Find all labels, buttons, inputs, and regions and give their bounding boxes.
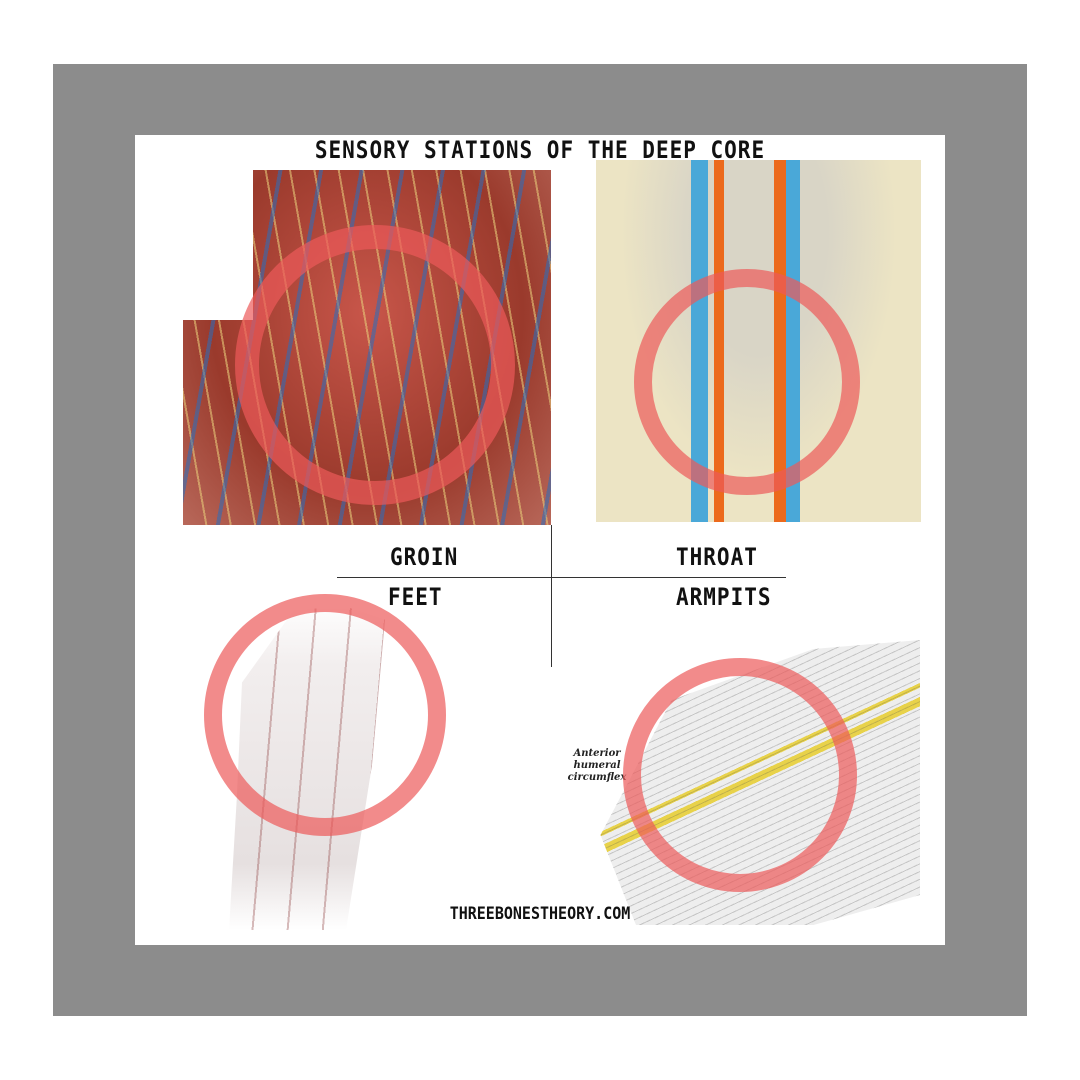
label-groin: GROIN <box>390 543 459 571</box>
website-footer: THREEBONESTHEORY.COM <box>449 902 631 924</box>
vertical-divider <box>551 525 552 667</box>
armpit-annotation: Anterior humeral circumflex <box>567 748 627 783</box>
page-title: SENSORY STATIONS OF THE DEEP CORE <box>314 136 766 164</box>
label-feet: FEET <box>388 583 443 611</box>
horizontal-divider <box>337 577 786 578</box>
label-throat: THROAT <box>676 543 758 571</box>
groin-anatomy-image <box>183 170 551 525</box>
label-armpits: ARMPITS <box>676 583 772 611</box>
throat-anatomy-image <box>596 160 921 522</box>
